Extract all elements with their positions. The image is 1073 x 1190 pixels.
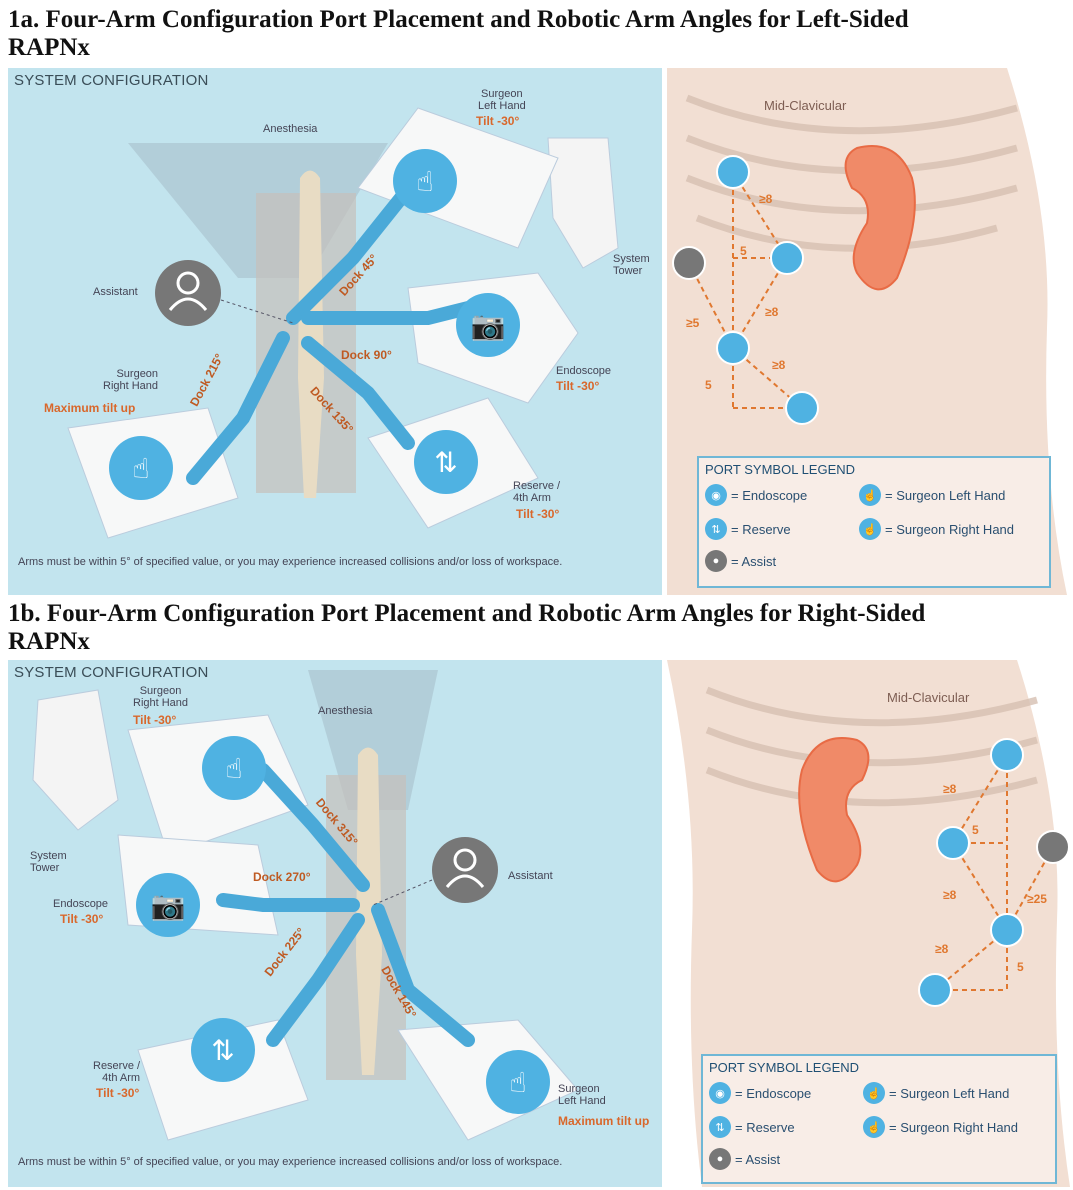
legend-item-reserve: ⇅= Reserve <box>705 518 791 540</box>
panel-b-or-diagram: ☝ 📷 ⇅ ☝ <box>8 660 662 1187</box>
legend-item-surgeon-right-hand: ☝= Surgeon Right Hand <box>863 1116 1018 1138</box>
system-configuration-title: SYSTEM CONFIGURATION <box>14 72 209 89</box>
up-down-arrows-icon: ⇅ <box>709 1116 731 1138</box>
measure-label: ≥8 <box>935 942 948 956</box>
measure-label: 5 <box>1017 960 1024 974</box>
legend-item-surgeon-right-hand: ☝= Surgeon Right Hand <box>859 518 1014 540</box>
up-down-arrows-icon: ⇅ <box>705 518 727 540</box>
kidney-shape <box>799 738 868 881</box>
anesthesia-label: Anesthesia <box>318 705 372 717</box>
up-down-arrows-icon: ⇅ <box>434 446 457 479</box>
measure-label: ≥8 <box>943 888 956 902</box>
surgeon-left-hand-label: Surgeon Left Hand <box>558 1083 606 1107</box>
legend-item-assist: ●= Assist <box>709 1148 780 1170</box>
surgeon-right-hand-label: Surgeon Right Hand <box>133 685 188 709</box>
measure-label: 5 <box>972 823 979 837</box>
camera-icon: 📷 <box>471 309 506 342</box>
measure-label: ≥5 <box>686 316 699 330</box>
assist-port-icon <box>673 247 705 279</box>
up-down-arrows-icon: ⇅ <box>211 1034 234 1067</box>
mid-clavicular-label: Mid-Clavicular <box>887 690 969 705</box>
hand-icon: ☝ <box>859 484 881 506</box>
legend-title: PORT SYMBOL LEGEND <box>709 1060 859 1075</box>
surgeon-right-hand-label: Surgeon Right Hand <box>103 368 158 392</box>
anesthesia-label: Anesthesia <box>263 123 317 135</box>
measure-label: ≥8 <box>943 782 956 796</box>
dock-270-label: Dock 270° <box>253 870 311 884</box>
heading-line-2: RAPNx <box>8 34 1068 62</box>
mid-clavicular-label: Mid-Clavicular <box>764 98 846 113</box>
hand-icon: ☝ <box>509 1066 526 1099</box>
legend-title: PORT SYMBOL LEGEND <box>705 462 855 477</box>
legend-item-surgeon-left-hand: ☝= Surgeon Left Hand <box>859 484 1005 506</box>
hand-icon: ☝ <box>863 1082 885 1104</box>
measure-label: ≥8 <box>772 358 785 372</box>
assist-port-icon <box>1037 831 1069 863</box>
kidney-shape <box>846 146 915 289</box>
measure-label: ≥25 <box>1027 892 1047 906</box>
person-icon: ● <box>705 550 727 572</box>
port-symbol-legend: PORT SYMBOL LEGEND ◉= Endoscope ☝= Surge… <box>697 456 1051 588</box>
heading-line-2: RAPNx <box>8 628 1068 656</box>
figure-1b-heading: 1b. Four-Arm Configuration Port Placemen… <box>8 600 1068 656</box>
tilt-label: Tilt -30° <box>516 507 559 521</box>
hand-icon: ☝ <box>416 165 433 198</box>
legend-item-endoscope: ◉= Endoscope <box>705 484 807 506</box>
measure-label: ≥8 <box>765 305 778 319</box>
endoscope-label: Endoscope <box>556 365 611 377</box>
hand-icon: ☝ <box>132 452 149 485</box>
system-configuration-title: SYSTEM CONFIGURATION <box>14 664 209 681</box>
arm-angle-note: Arms must be within 5° of specified valu… <box>18 1155 648 1169</box>
hand-icon: ☝ <box>863 1116 885 1138</box>
hand-icon: ☝ <box>225 752 242 785</box>
heading-line-1: 1a. Four-Arm Configuration Port Placemen… <box>8 6 1068 34</box>
measure-label: 5 <box>705 378 712 392</box>
camera-icon: ◉ <box>705 484 727 506</box>
camera-icon: ◉ <box>709 1082 731 1104</box>
reserve-arm-label: Reserve / 4th Arm <box>513 480 560 504</box>
camera-icon: 📷 <box>151 889 186 922</box>
measure-label: ≥8 <box>759 192 772 206</box>
reserve-arm-label: Reserve / 4th Arm <box>93 1060 140 1084</box>
tilt-label: Tilt -30° <box>133 713 176 727</box>
assistant-label: Assistant <box>508 870 553 882</box>
tilt-label: Tilt -30° <box>60 912 103 926</box>
tilt-label: Tilt -30° <box>556 379 599 393</box>
legend-item-surgeon-left-hand: ☝= Surgeon Left Hand <box>863 1082 1009 1104</box>
maximum-tilt-label: Maximum tilt up <box>44 401 135 415</box>
panel-a-port-placement: Mid-Clavicular ≥8 5 ≥8 ≥5 ≥8 5 PORT SYMB… <box>667 68 1070 595</box>
measure-label: 5 <box>740 244 747 258</box>
legend-item-endoscope: ◉= Endoscope <box>709 1082 811 1104</box>
maximum-tilt-label: Maximum tilt up <box>558 1114 649 1128</box>
dock-90-label: Dock 90° <box>341 348 392 362</box>
panel-b-system-configuration: ☝ 📷 ⇅ ☝ SYSTEM CONFIGURATION Surgeon Rig… <box>8 660 662 1187</box>
assistant-label: Assistant <box>93 286 138 298</box>
system-tower-label: System Tower <box>30 850 67 874</box>
tilt-label: Tilt -30° <box>96 1086 139 1100</box>
arm-angle-note: Arms must be within 5° of specified valu… <box>18 555 648 569</box>
hand-icon: ☝ <box>859 518 881 540</box>
system-tower-label: System Tower <box>613 253 650 277</box>
heading-line-1: 1b. Four-Arm Configuration Port Placemen… <box>8 600 1068 628</box>
panel-b-port-placement: Mid-Clavicular ≥8 5 ≥8 ≥25 ≥8 5 PORT SYM… <box>667 660 1070 1187</box>
endoscope-label: Endoscope <box>53 898 108 910</box>
panel-a-system-configuration: ☝ 📷 ☝ ⇅ SYSTEM CONFIGURATION Anesthesia … <box>8 68 662 595</box>
panel-a-or-diagram: ☝ 📷 ☝ ⇅ <box>8 68 662 595</box>
legend-item-reserve: ⇅= Reserve <box>709 1116 795 1138</box>
port-symbol-legend: PORT SYMBOL LEGEND ◉= Endoscope ☝= Surge… <box>701 1054 1057 1184</box>
figure-1a-heading: 1a. Four-Arm Configuration Port Placemen… <box>8 6 1068 62</box>
surgeon-left-hand-label: Surgeon Left Hand <box>478 88 526 112</box>
legend-item-assist: ●= Assist <box>705 550 776 572</box>
tilt-label: Tilt -30° <box>476 114 519 128</box>
person-icon: ● <box>709 1148 731 1170</box>
